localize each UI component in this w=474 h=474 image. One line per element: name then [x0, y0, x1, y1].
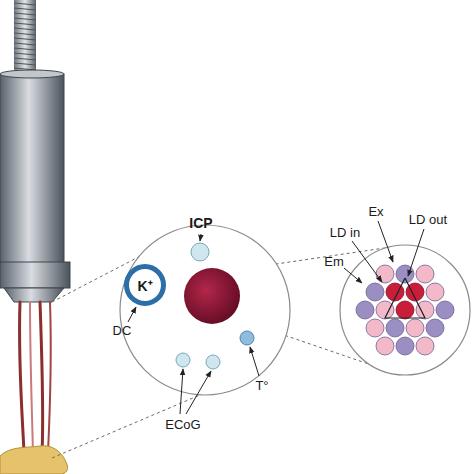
fibre-cores — [356, 265, 454, 355]
fibre-label: Ex — [368, 205, 383, 219]
zoom-lines — [52, 225, 398, 458]
ion-sensor-ring: K⁺ — [123, 263, 167, 307]
temperature-sensor — [240, 331, 254, 345]
sensor-label: DC — [113, 324, 132, 338]
screw-thread — [14, 3, 36, 75]
ion-label: K⁺ — [137, 276, 152, 295]
sensor-label: T° — [255, 379, 268, 393]
fibre-bundle-detail — [340, 245, 470, 375]
icp-sensor — [191, 243, 209, 261]
probe-flange — [0, 262, 70, 288]
probe-nozzle — [4, 288, 64, 302]
sensor-label: ICP — [189, 216, 212, 231]
fibre-label: Em — [324, 255, 344, 269]
ecog-electrode — [206, 355, 220, 369]
ld-triangle — [385, 278, 425, 318]
optical-fibres — [19, 302, 50, 454]
brain-tissue — [0, 446, 68, 474]
sensor-label: ECoG — [165, 418, 200, 432]
ion-label: K⁺ — [123, 263, 167, 307]
threaded-rod — [14, 0, 36, 76]
fibre-bundle — [184, 268, 240, 324]
probe-housing — [0, 74, 64, 264]
ecog-electrode — [176, 353, 190, 367]
housing-top — [0, 70, 64, 78]
fibre-label: LD in — [330, 226, 360, 240]
probe-cross-section — [120, 225, 290, 395]
leader-lines — [128, 234, 259, 414]
fibre-label: LD out — [409, 213, 447, 227]
